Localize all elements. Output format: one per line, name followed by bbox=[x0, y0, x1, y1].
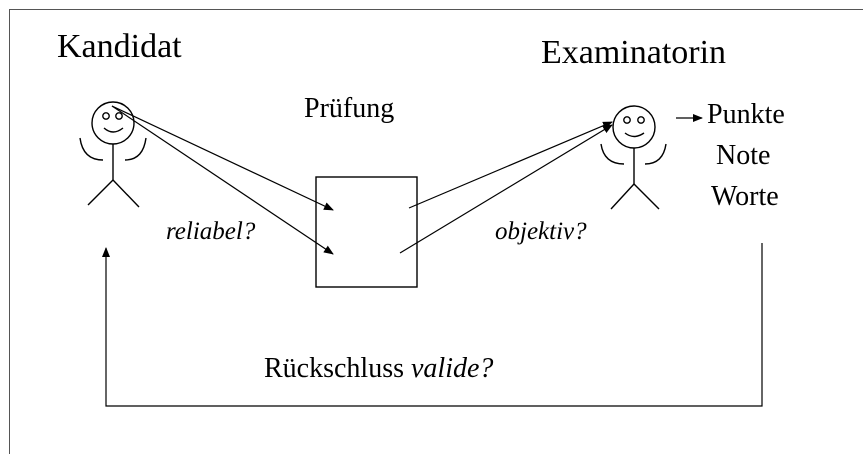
objective-label: objektiv? bbox=[495, 218, 587, 245]
exam-label: Prüfung bbox=[304, 93, 395, 124]
inference-feedback-arrow bbox=[102, 243, 763, 407]
candidate-to-exam-arrow-lower bbox=[111, 105, 334, 255]
candidate-label: Kandidat bbox=[57, 28, 182, 65]
candidate-figure bbox=[79, 101, 147, 208]
result-grade: Note bbox=[716, 140, 771, 171]
inference-label: Rückschluss valide? bbox=[264, 355, 493, 383]
result-words: Worte bbox=[711, 181, 779, 212]
valid-text: valide? bbox=[411, 353, 494, 384]
slide-frame-left-border bbox=[9, 9, 10, 454]
exam-to-examiner-arrow-lower bbox=[399, 124, 613, 254]
result-points: Punkte bbox=[707, 99, 785, 130]
reliable-label: reliabel? bbox=[166, 218, 256, 245]
exam-box bbox=[315, 176, 418, 288]
exam-to-examiner-arrow-upper bbox=[408, 121, 613, 209]
slide-frame-top-border bbox=[9, 9, 863, 10]
candidate-to-exam-arrow-upper bbox=[111, 105, 334, 211]
examiner-label: Examinatorin bbox=[541, 34, 727, 71]
inference-text: Rückschluss bbox=[264, 353, 404, 384]
examiner-figure bbox=[600, 105, 667, 210]
